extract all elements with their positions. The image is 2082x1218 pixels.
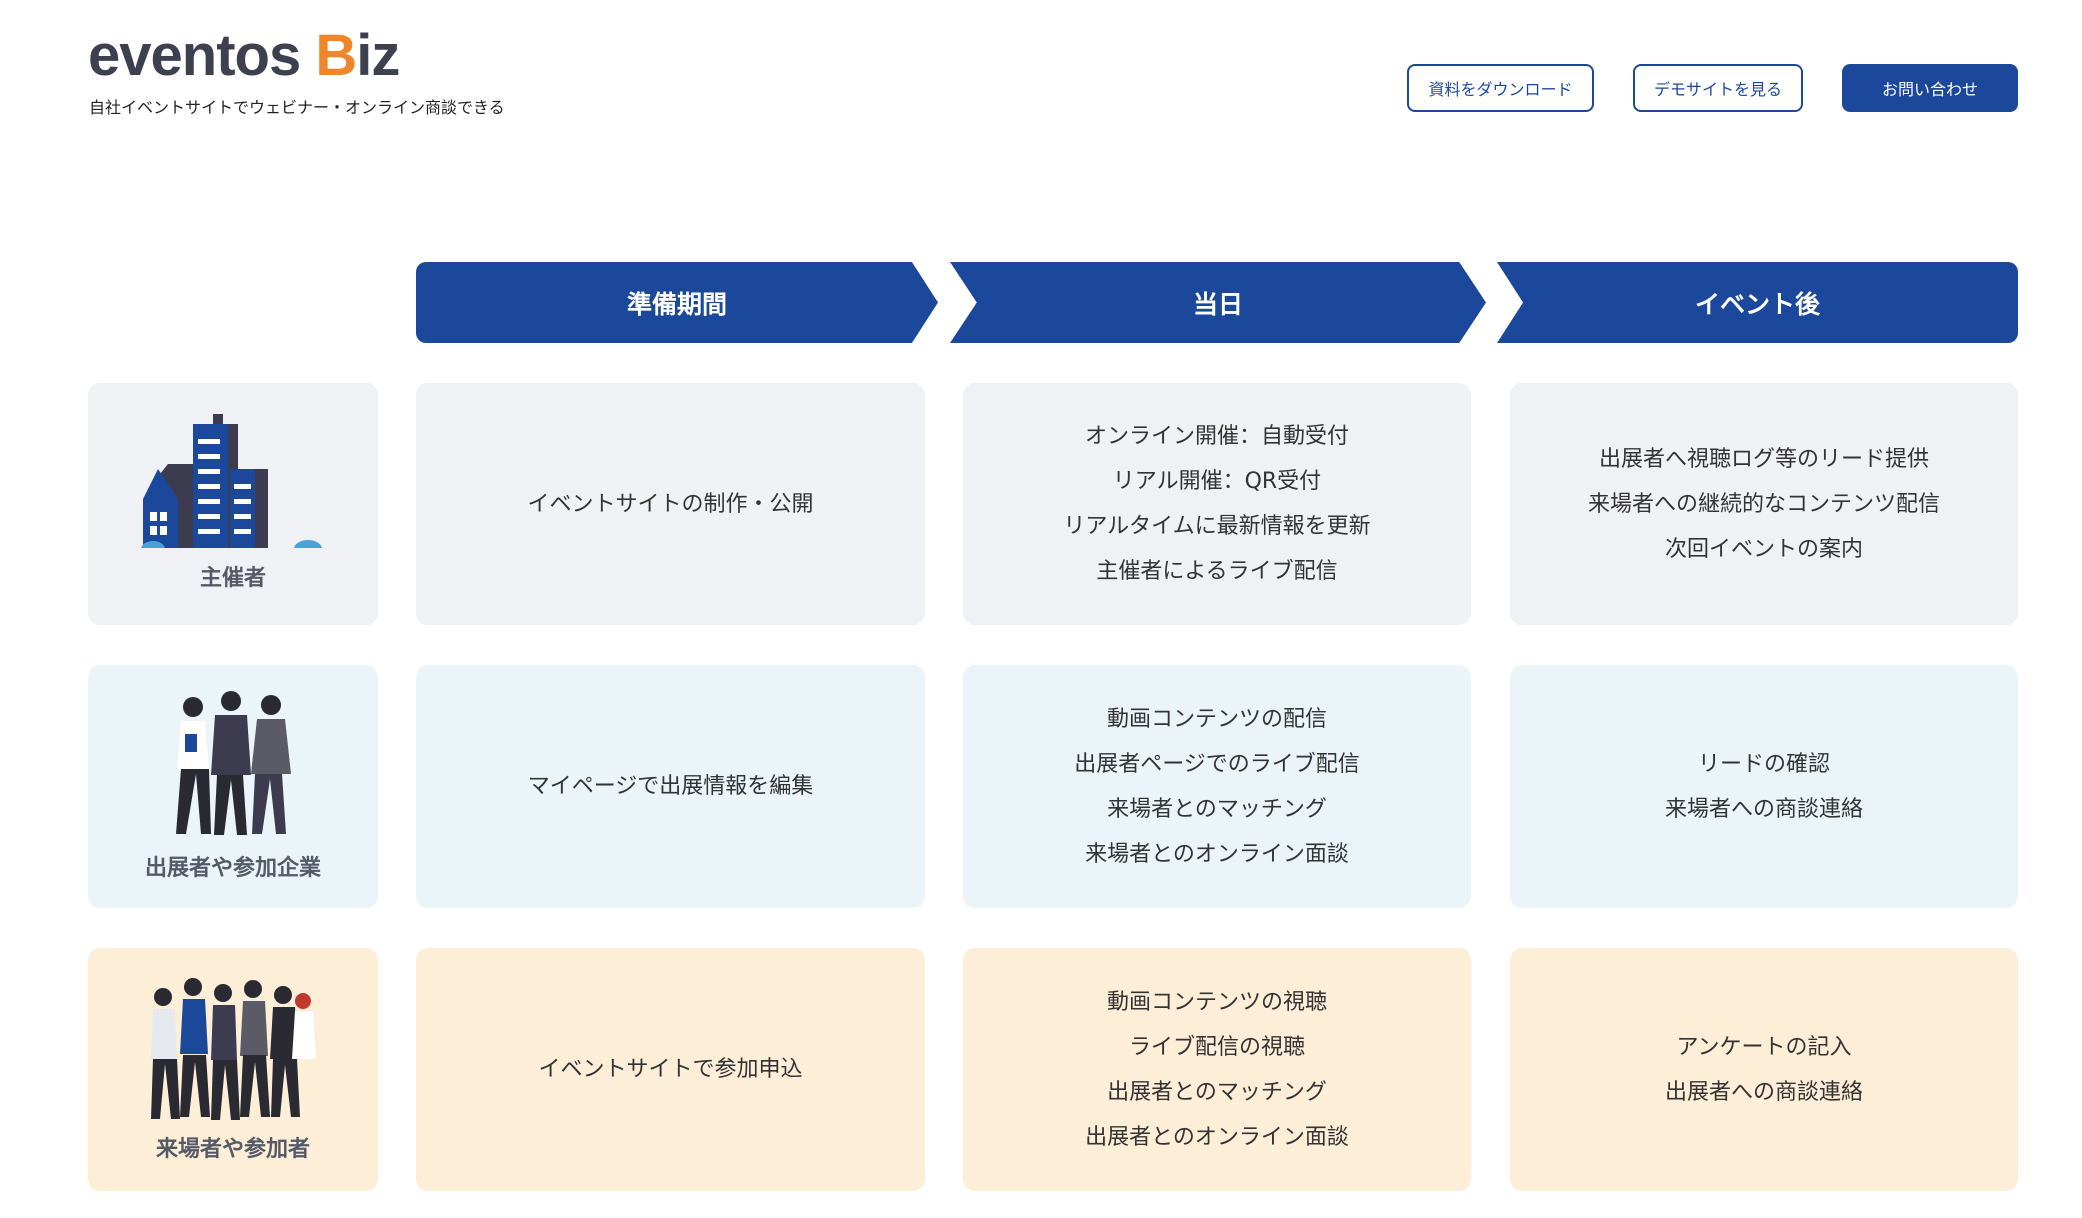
logo-text-rest: iz [356, 23, 400, 88]
cell-text: 動画コンテンツの配信 [1106, 706, 1327, 732]
cell-visitor-after: アンケートの記入出展者への商談連絡 [1510, 948, 2018, 1191]
cell-text: リアルタイムに最新情報を更新 [1063, 514, 1371, 539]
cell-visitor-day: 動画コンテンツの視聴ライブ配信の視聴出展者とのマッチング出展者とのオンライン面談 [963, 948, 1471, 1191]
phase-preparation: 準備期間 [416, 262, 938, 343]
cell-text: 出展者へ視聴ログ等のリード提供 [1598, 446, 1929, 472]
role-label: 主催者 [199, 566, 266, 591]
cell-text: 動画コンテンツの視聴 [1106, 989, 1327, 1015]
role-card-exhibitor: 出展者や参加企業 [88, 665, 378, 908]
cell-text: 主催者によるライブ配信 [1096, 559, 1338, 584]
cell-text: リードの確認 [1697, 751, 1830, 777]
cell-text: 来場者への継続的なコンテンツ配信 [1587, 491, 1940, 517]
phase-after-event: イベント後 [1497, 262, 2018, 343]
logo[interactable]: eventos Biz [88, 22, 400, 89]
business-people-icon [176, 691, 291, 835]
role-card-visitor: 来場者や参加者 [88, 948, 378, 1191]
contact-button[interactable]: お問い合わせ [1842, 64, 2018, 112]
cell-text: 出展者への商談連絡 [1664, 1079, 1863, 1105]
phase-event-day: 当日 [950, 262, 1486, 343]
logo-text: eventos [88, 23, 301, 88]
role-label: 来場者や参加者 [155, 1136, 310, 1162]
cell-text: 出展者とのオンライン面談 [1085, 1124, 1349, 1150]
cell-text: 次回イベントの案内 [1664, 536, 1863, 562]
cell-exhibitor-after: リードの確認来場者への商談連絡 [1510, 665, 2018, 908]
cell-text: 出展者ページでのライブ配信 [1074, 751, 1360, 777]
cell-text: リアル開催：QR受付 [1112, 469, 1322, 494]
cell-text: 来場者とのマッチング [1107, 796, 1327, 822]
cell-text: ライブ配信の視聴 [1128, 1034, 1305, 1060]
cell-text: イベントサイトで参加申込 [538, 1057, 803, 1082]
cell-visitor-prep: イベントサイトで参加申込 [416, 948, 925, 1191]
demo-site-button[interactable]: デモサイトを見る [1633, 64, 1803, 112]
cell-exhibitor-day: 動画コンテンツの配信出展者ページでのライブ配信来場者とのマッチング来場者とのオン… [963, 665, 1471, 908]
tagline: 自社イベントサイトでウェビナー・オンライン商談できる [89, 98, 505, 117]
logo-b: B [315, 23, 357, 88]
cell-exhibitor-prep: マイページで出展情報を編集 [416, 665, 925, 908]
download-docs-button[interactable]: 資料をダウンロード [1407, 64, 1594, 112]
cell-text: マイページで出展情報を編集 [527, 774, 814, 799]
cell-text: イベントサイトの制作・公開 [527, 491, 814, 517]
cell-organizer-day: オンライン開催：自動受付リアル開催：QR受付リアルタイムに最新情報を更新主催者に… [963, 383, 1471, 625]
cell-text: 出展者とのマッチング [1107, 1079, 1327, 1105]
buildings-icon [138, 414, 328, 554]
cell-organizer-prep: イベントサイトの制作・公開 [416, 383, 925, 625]
cell-organizer-after: 出展者へ視聴ログ等のリード提供来場者への継続的なコンテンツ配信次回イベントの案内 [1510, 383, 2018, 625]
role-label: 出展者や参加企業 [144, 856, 321, 881]
cell-text: 来場者への商談連絡 [1664, 796, 1863, 822]
cell-text: オンライン開催：自動受付 [1084, 424, 1349, 449]
crowd-people-icon [151, 977, 316, 1120]
cell-text: 来場者とのオンライン面談 [1085, 841, 1349, 867]
cell-text: アンケートの記入 [1676, 1034, 1852, 1060]
role-card-organizer: 主催者 [88, 383, 378, 625]
